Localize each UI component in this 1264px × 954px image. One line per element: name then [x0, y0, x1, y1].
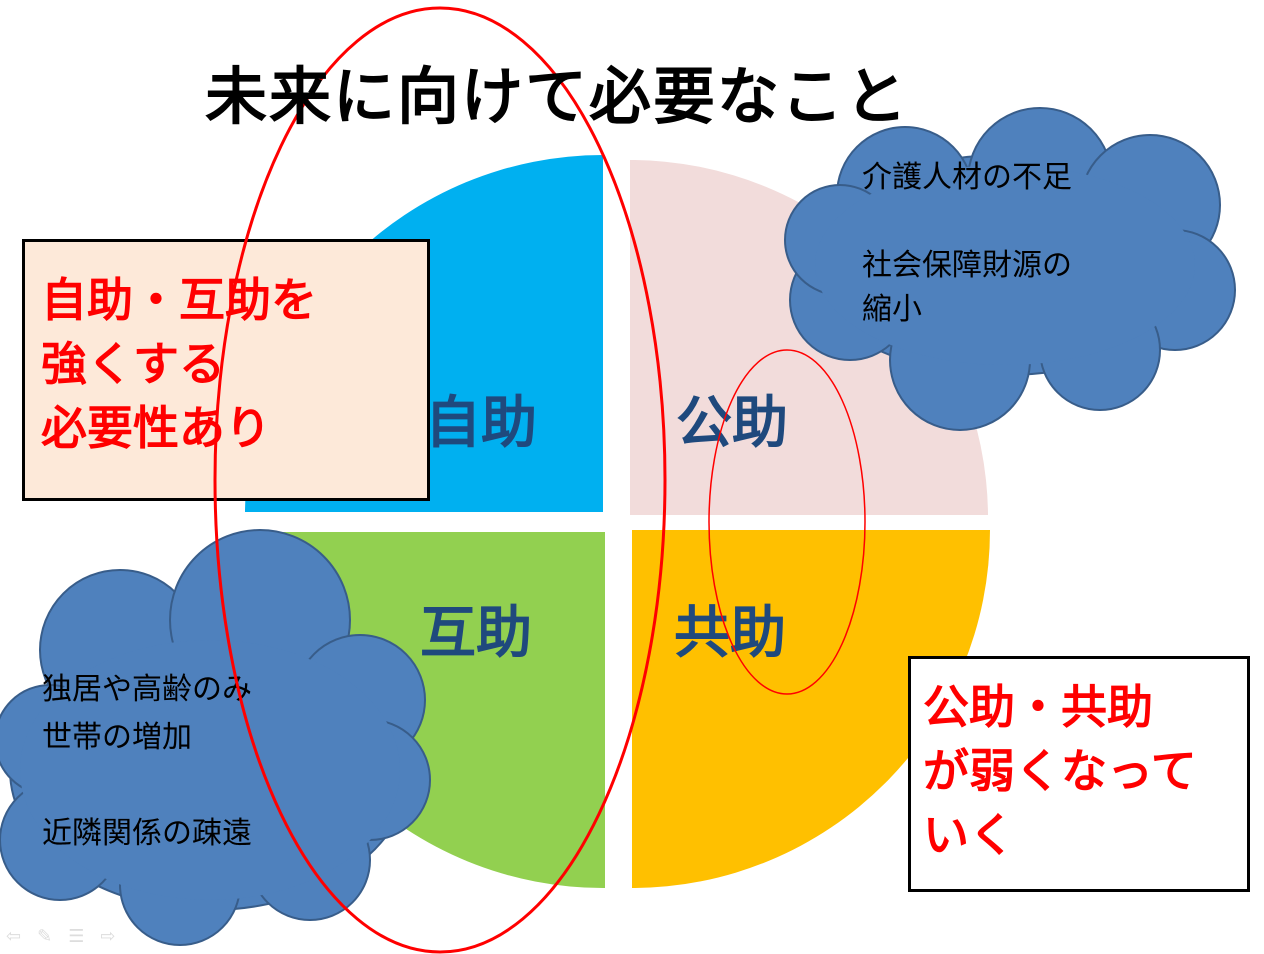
- right-callout-box: 公助・共助 が弱くなって いく: [908, 656, 1250, 892]
- menu-icon[interactable]: ☰: [68, 926, 85, 947]
- callout-line: 公助・共助: [923, 680, 1153, 734]
- cloud-line: [862, 200, 1072, 244]
- cloud-line: 世帯の増加: [42, 720, 192, 755]
- cloud-top-right: [784, 107, 1236, 431]
- callout-line: が弱くなって: [923, 744, 1197, 798]
- cloud-top-right-text: 介護人材の不足 社会保障財源の 縮小: [862, 156, 1072, 332]
- cloud-line: 縮小: [862, 292, 922, 327]
- pen-icon[interactable]: ✎: [37, 926, 53, 947]
- slide-title: 未来に向けて必要なこと: [205, 60, 910, 133]
- prev-arrow-icon[interactable]: ⇦: [6, 926, 22, 947]
- left-callout-box: 自助・互助を 強くする 必要性あり: [22, 239, 430, 501]
- cloud-line: 社会保障財源の: [862, 248, 1072, 283]
- cloud-line: 独居や高齢のみ: [42, 672, 252, 707]
- callout-line: 自助・互助を: [41, 273, 317, 327]
- cloud-line: 介護人材の不足: [862, 160, 1072, 195]
- cloud-line: [42, 762, 252, 810]
- cloud-bottom-left-text: 独居や高齢のみ 世帯の増加 近隣関係の疎遠: [42, 666, 252, 858]
- callout-line: 必要性あり: [41, 401, 271, 455]
- slide-nav-controls: ⇦ ✎ ☰ ⇨: [6, 926, 115, 947]
- callout-line: いく: [923, 808, 1015, 862]
- cloud-line: 近隣関係の疎遠: [42, 816, 252, 851]
- next-arrow-icon[interactable]: ⇨: [100, 926, 116, 947]
- callout-line: 強くする: [41, 337, 225, 391]
